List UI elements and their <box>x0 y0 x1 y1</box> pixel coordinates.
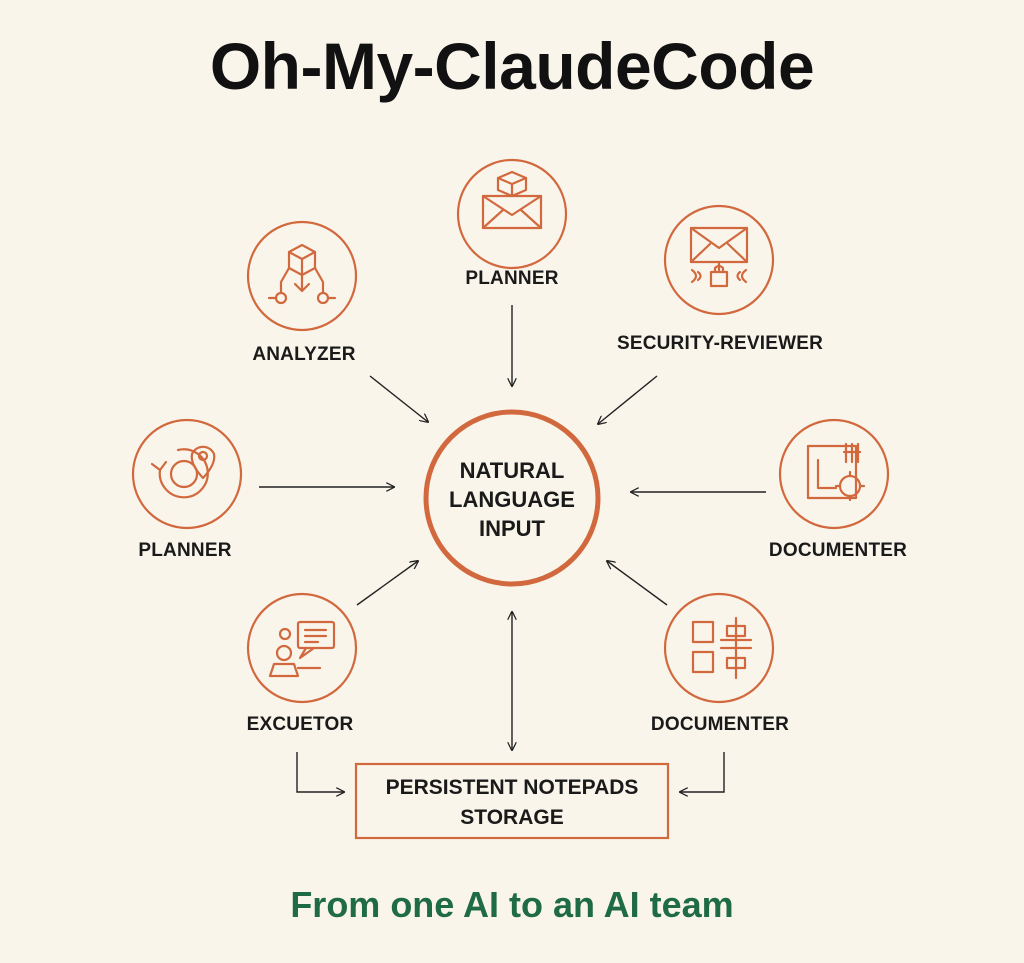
person-chat-icon <box>268 620 336 678</box>
blocks-slider-icon <box>691 616 753 680</box>
storage-line: PERSISTENT NOTEPADS <box>385 776 639 799</box>
hub-line: NATURAL <box>459 458 565 483</box>
agent-upper-right-label: SECURITY-REVIEWER <box>616 333 824 354</box>
arrow-upper-left-to-hub <box>369 375 428 422</box>
storage-box <box>354 762 670 840</box>
agent-lower-right-label: DOCUMENTER <box>650 714 790 735</box>
tagline: From one AI to an AI team <box>290 884 734 925</box>
agent-upper-left-label: ANALYZER <box>252 344 356 365</box>
agent-upper-right-node <box>663 204 775 316</box>
hub-line: INPUT <box>479 516 545 541</box>
agent-lower-right-node <box>663 592 775 704</box>
arrow-upper-right-to-hub <box>598 375 658 424</box>
arrow-lower-right-to-hub <box>607 561 668 606</box>
hub-label: NATURAL LANGUAGE INPUT <box>432 456 592 543</box>
arrow-executor-to-storage <box>296 752 344 792</box>
arrow-documenter-to-storage <box>680 752 725 792</box>
agent-right-node <box>778 418 890 530</box>
agent-top-node <box>456 158 568 270</box>
cube-branch-icon <box>267 243 337 305</box>
hub-circle <box>423 409 601 587</box>
agent-left-node <box>131 418 243 530</box>
agent-lower-left-node <box>246 592 358 704</box>
target-location-icon <box>150 445 216 499</box>
agent-upper-left-node <box>246 220 358 332</box>
hub-line: LANGUAGE <box>449 487 575 512</box>
storage-line: STORAGE <box>460 806 564 829</box>
agent-lower-left-label: EXCUETOR <box>246 714 354 735</box>
arrow-lower-left-to-hub <box>356 561 418 606</box>
envelope-box-icon <box>481 170 543 230</box>
storage-label: PERSISTENT NOTEPADS STORAGE <box>356 773 668 833</box>
page-title: Oh-My-ClaudeCode <box>209 29 815 103</box>
agent-left-label: PLANNER <box>138 540 232 561</box>
agent-right-label: DOCUMENTER <box>768 540 908 561</box>
document-gear-icon <box>806 442 866 502</box>
agent-top-label: PLANNER <box>465 268 559 289</box>
envelope-lock-icon <box>689 226 749 288</box>
